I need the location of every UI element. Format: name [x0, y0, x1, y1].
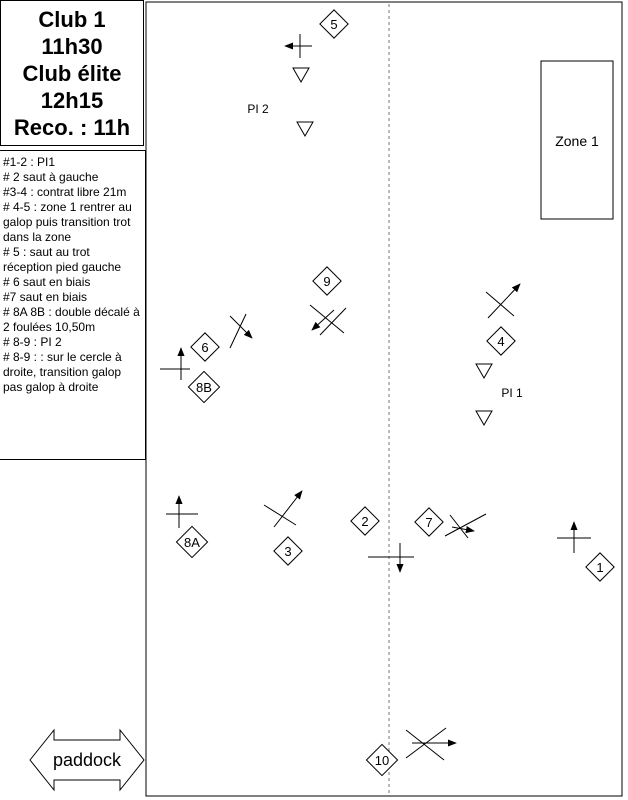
title-line-class: Club 1 [38, 6, 106, 32]
marker-8a: 8A [175, 525, 209, 559]
fence-2 [368, 543, 414, 573]
title-line-time-2: 12h15 [40, 87, 104, 113]
paddock-label: paddock [52, 749, 122, 770]
paddock-exit: paddock [28, 728, 146, 792]
arena-outline [145, 1, 623, 797]
note-4: # 4-5 : zone 1 rentrer au galop puis tra… [3, 200, 132, 244]
title-line-time-1: 11h30 [41, 33, 103, 59]
marker-5: 5 [319, 9, 349, 39]
title-line-class-elite: Club élite [22, 60, 122, 86]
pi-2-label: PI 2 [247, 102, 269, 116]
fence-1 [557, 521, 591, 553]
note-2: # 2 saut à gauche [3, 170, 99, 184]
title-box: Club 1 11h30 Club élite 12h15 Reco. : 11… [0, 0, 144, 146]
paddock-arrow-icon [29, 728, 145, 792]
pi-2-cone-top [292, 67, 310, 84]
fence-10 [405, 727, 457, 761]
pi-1-cone-top [475, 363, 493, 380]
note-1: #1-2 : PI1 [3, 155, 56, 169]
svg-text:3: 3 [284, 544, 291, 559]
svg-text:8B: 8B [196, 380, 212, 395]
svg-text:5: 5 [330, 17, 337, 32]
pi-1-cone-bottom [475, 410, 493, 427]
fence-9 [309, 304, 347, 336]
zone-1-box [540, 60, 614, 220]
note-6: # 6 saut en biais [3, 275, 91, 289]
svg-text:4: 4 [497, 334, 504, 349]
fence-5 [284, 34, 312, 58]
zone-1-label: Zone 1 [555, 133, 599, 149]
marker-2: 2 [350, 506, 380, 536]
pi-1-label: PI 1 [501, 386, 523, 400]
fence-8a [166, 495, 198, 528]
note-3: #3-4 : contrat libre 21m [3, 185, 127, 199]
marker-8b: 8B [187, 370, 221, 404]
svg-text:8A: 8A [184, 535, 200, 550]
note-10: # 8-9 : : sur le cercle à droite, transi… [3, 350, 122, 394]
note-5: # 5 : saut au trot réception pied gauche [3, 245, 122, 274]
fence-4 [485, 283, 521, 319]
svg-text:9: 9 [323, 274, 330, 289]
pi-2-cone-bottom [296, 121, 314, 138]
marker-1: 1 [585, 552, 615, 582]
marker-6: 6 [190, 332, 220, 362]
fence-6 [229, 313, 253, 349]
svg-text:2: 2 [361, 514, 368, 529]
fence-8b [160, 347, 190, 380]
svg-text:10: 10 [375, 753, 389, 768]
marker-10: 10 [365, 743, 399, 777]
marker-3: 3 [273, 536, 303, 566]
marker-7: 7 [414, 507, 444, 537]
marker-9: 9 [312, 266, 342, 296]
fence-3 [263, 490, 303, 528]
note-8: # 8A 8B : double décalé à 2 foulées 10,5… [3, 305, 140, 334]
note-7: #7 saut en biais [3, 290, 88, 304]
marker-4: 4 [486, 326, 516, 356]
svg-text:6: 6 [201, 340, 208, 355]
svg-text:1: 1 [596, 560, 603, 575]
svg-text:7: 7 [425, 515, 432, 530]
fence-7 [444, 513, 487, 539]
note-9: # 8-9 : PI 2 [3, 335, 62, 349]
course-notes: #1-2 : PI1 # 2 saut à gauche #3-4 : cont… [0, 150, 146, 460]
title-line-reco: Reco. : 11h [13, 114, 131, 140]
